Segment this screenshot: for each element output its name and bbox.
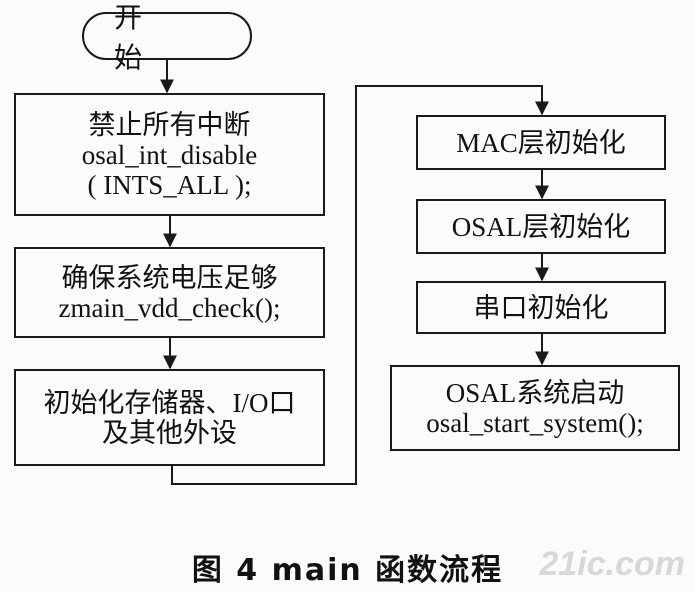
step-line: MAC层初始化 [456,127,626,158]
uart-init-step: 串口初始化 [416,281,666,334]
osal-init-step: OSAL层初始化 [416,199,666,254]
mac-init-step: MAC层初始化 [416,115,666,170]
step-line: 确保系统电压足够 [61,262,278,293]
voltage-check-step: 确保系统电压足够 zmain_vdd_check(); [14,247,325,338]
step-line: 初始化存储器、I/O口 [43,387,296,418]
step-line: OSAL系统启动 [445,378,625,408]
step-line: zmain_vdd_check(); [58,292,281,323]
figure-caption: 图 4 main 函数流程 [191,553,504,588]
step-line: osal_int_disable [81,139,258,170]
init-peripherals-step: 初始化存储器、I/O口 及其他外设 [14,369,325,466]
arrow-init-to-mac [171,85,549,485]
step-line: ( INTS_ALL ); [87,169,252,200]
step-line: 及其他外设 [102,417,237,448]
step-line: 串口初始化 [473,292,609,323]
disable-interrupts-step: 禁止所有中断 osal_int_disable ( INTS_ALL ); [14,93,325,216]
osal-start-system-step: OSAL系统启动 osal_start_system(); [390,365,680,451]
step-line: 禁止所有中断 [88,109,251,140]
start-terminal: 开 始 [82,3,252,74]
step-line: osal_start_system(); [426,408,644,438]
watermark: 21ic.com [539,545,685,583]
step-line: OSAL层初始化 [451,211,631,242]
